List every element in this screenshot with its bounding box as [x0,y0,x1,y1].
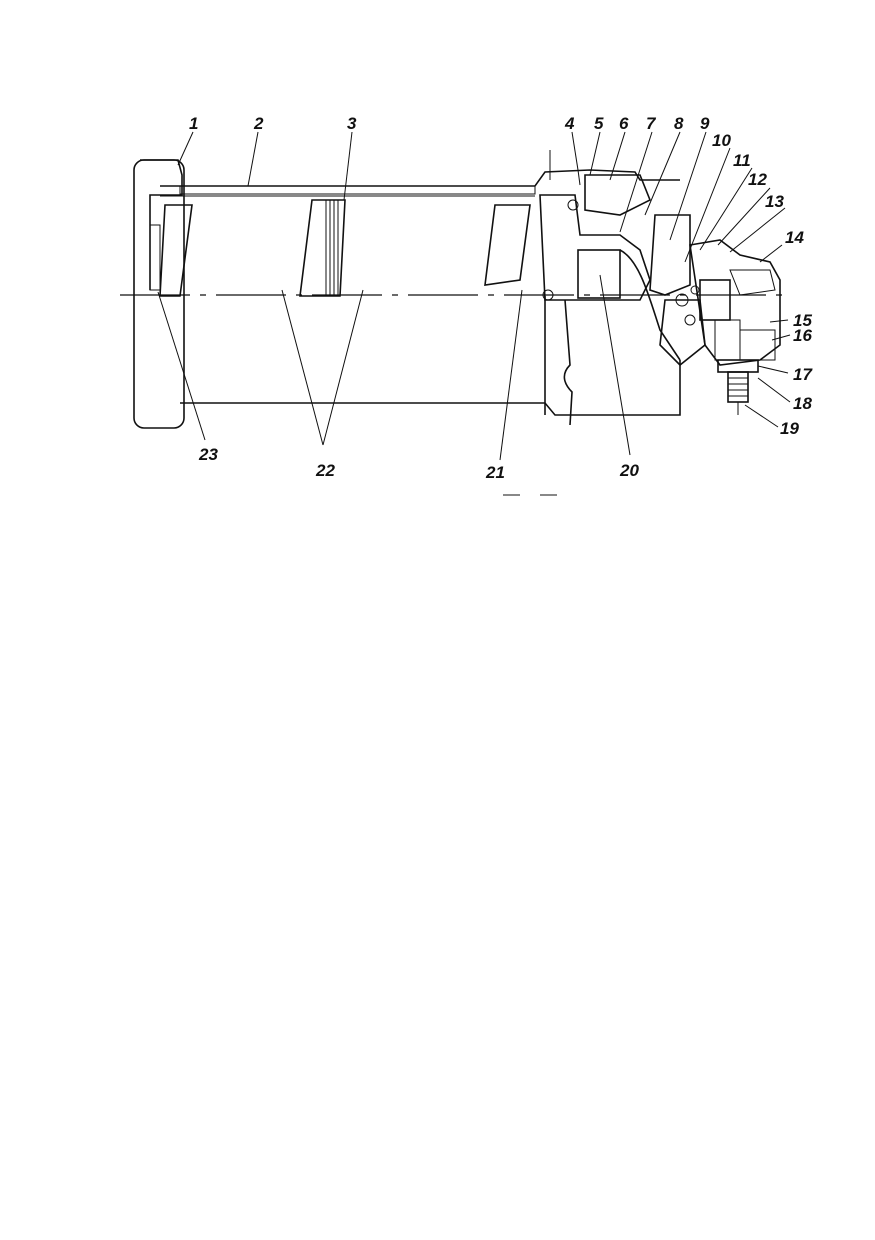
housing [160,169,681,416]
callout-23: 23 [198,445,218,464]
callout-4: 4 [564,114,575,133]
callout-13: 13 [765,192,784,211]
callout-labels: 1 2 3 4 5 6 7 8 9 10 11 12 13 14 15 16 1… [189,114,813,482]
callout-21: 21 [485,463,505,482]
leader-lines [157,131,791,461]
callout-14: 14 [785,228,804,247]
callout-3: 3 [347,114,357,133]
callout-20: 20 [619,461,639,480]
retaining-wire [563,299,573,426]
filter-elements [159,199,531,297]
callout-2: 2 [253,114,264,133]
end-cap [133,159,185,429]
callout-7: 7 [646,114,657,133]
callout-16: 16 [793,326,812,345]
callout-1: 1 [189,114,198,133]
callout-12: 12 [748,170,767,189]
callout-18: 18 [793,394,812,413]
outlet-fitting [717,359,759,415]
callout-15: 15 [793,311,812,330]
callout-17: 17 [793,365,813,384]
callout-22: 22 [315,461,335,480]
callout-11: 11 [733,151,751,170]
callout-6: 6 [619,114,629,133]
callout-8: 8 [674,114,684,133]
callout-5: 5 [594,114,604,133]
valve-body [539,150,781,367]
callout-19: 19 [780,419,799,438]
callout-9: 9 [700,114,710,133]
callout-10: 10 [712,131,731,150]
